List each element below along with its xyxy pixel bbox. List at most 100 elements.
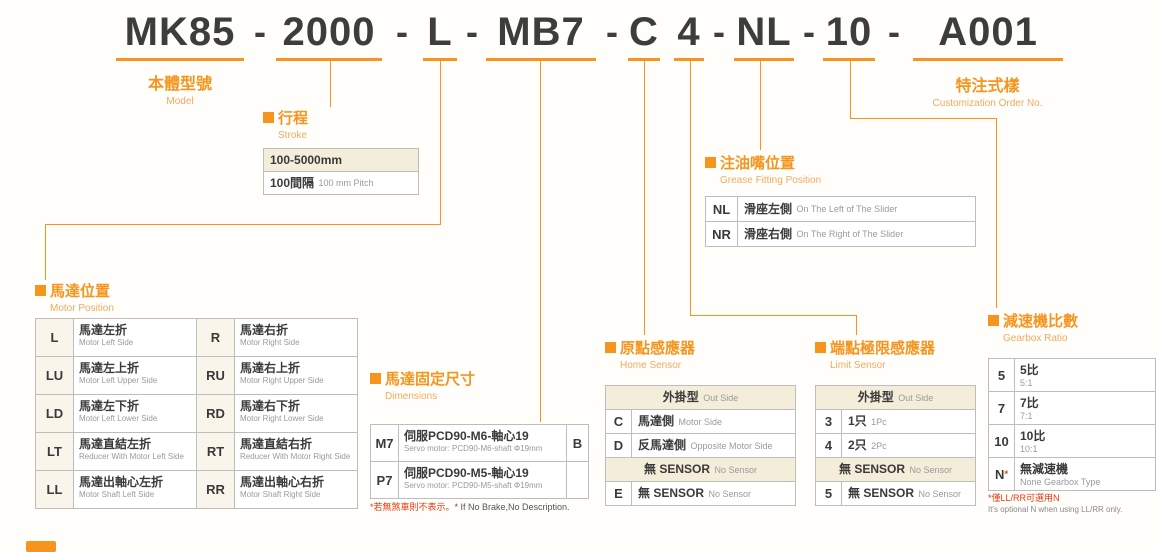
code-cell: D — [606, 434, 632, 458]
connector-line — [330, 61, 331, 107]
desc-cell: 2只 2Pc — [842, 434, 976, 458]
table-header-row: 外掛型 Out Side — [816, 386, 976, 410]
brake-code-cell: B — [567, 425, 589, 462]
code-segment-grease-position: NL — [734, 6, 794, 61]
connector-line — [690, 315, 856, 316]
home-sensor-table: 外掛型 Out Side C 馬達側 Motor Side D 反馬達側 Opp… — [605, 385, 796, 506]
section-subtitle: Grease Fitting Position — [720, 175, 822, 186]
section-gearbox-header: 減速機比數 Gearbox Ratio — [988, 310, 1078, 344]
section-motor-position-header: 馬達位置 Motor Position — [35, 280, 114, 314]
section-model-header: 本體型號 Model — [125, 70, 235, 107]
code-cell: 10 — [989, 425, 1015, 458]
section-custom-header: 特注式樣 Customization Order No. — [900, 72, 1075, 109]
section-home-sensor-header: 原點感應器 Home Sensor — [605, 337, 695, 371]
section-stroke-header: 行程 Stroke — [263, 107, 308, 141]
desc-cell: 馬達側 Motor Side — [632, 410, 796, 434]
code-cell: NR — [706, 222, 738, 247]
desc-cell: 1只 1Pc — [842, 410, 976, 434]
section-title: 馬達固定尺寸 — [385, 371, 476, 388]
section-dimensions-header: 馬達固定尺寸 Dimensions — [370, 368, 475, 402]
section-title: 原點感應器 — [620, 340, 696, 357]
section-bullet-icon — [263, 112, 274, 123]
code-segment-motor-position: L — [423, 6, 457, 61]
section-bullet-icon — [705, 157, 716, 168]
section-title: 本體型號 — [147, 76, 212, 93]
section-bullet-icon — [370, 373, 381, 384]
code-cell: 5 — [989, 359, 1015, 392]
section-title: 注油嘴位置 — [720, 155, 796, 172]
section-bullet-icon — [988, 315, 999, 326]
code-cell: 7 — [989, 392, 1015, 425]
connector-line — [440, 61, 441, 224]
section-title: 行程 — [278, 110, 309, 127]
grease-position-table: NL 滑座左側 On The Left of The Slider NR 滑座右… — [705, 196, 976, 247]
section-subtitle: Motor Position — [50, 303, 114, 314]
desc-cell: 滑座左側 On The Left of The Slider — [738, 197, 976, 222]
code-cell: RU — [197, 357, 235, 395]
code-cell: LL — [36, 471, 74, 509]
section-title: 減速機比數 — [1003, 313, 1079, 330]
connector-line — [850, 118, 997, 119]
code-segment-stroke: 2000 — [276, 6, 382, 61]
code-cell: NL — [706, 197, 738, 222]
code-segment-custom-order: A001 — [913, 6, 1063, 61]
table-header-row: 無 SENSOR No Sensor — [606, 458, 796, 482]
page-corner-tab — [26, 541, 56, 552]
code-segment-model: MK85 — [116, 6, 244, 61]
connector-line — [540, 61, 541, 422]
connector-line — [856, 315, 857, 335]
stroke-pitch-cell: 100間隔 100 mm Pitch — [264, 172, 419, 195]
section-subtitle: Model — [166, 96, 194, 107]
connector-line — [644, 61, 645, 335]
section-subtitle: Stroke — [278, 130, 307, 141]
table-header-row: 無 SENSOR No Sensor — [816, 458, 976, 482]
code-cell: RD — [197, 395, 235, 433]
code-cell: E — [606, 482, 632, 506]
section-bullet-icon — [815, 342, 826, 353]
section-subtitle: Gearbox Ratio — [1003, 333, 1068, 344]
code-separator: - — [606, 11, 618, 52]
code-cell: 3 — [816, 410, 842, 434]
section-subtitle: Customization Order No. — [932, 98, 1043, 109]
desc-cell: 無 SENSOR No Sensor — [842, 482, 976, 506]
section-subtitle: Dimensions — [385, 391, 438, 402]
desc-cell: 反馬達側 Opposite Motor Side — [632, 434, 796, 458]
stroke-range-cell: 100-5000mm — [264, 149, 419, 172]
table-header-row: 外掛型 Out Side — [606, 386, 796, 410]
section-bullet-icon — [35, 285, 46, 296]
connector-line — [690, 61, 691, 315]
code-separator: - — [466, 11, 478, 52]
section-title: 特注式樣 — [955, 78, 1020, 95]
code-separator: - — [803, 11, 815, 52]
section-grease-header: 注油嘴位置 Grease Fitting Position — [705, 152, 821, 186]
footnote-asterisk: * — [1004, 469, 1008, 479]
code-cell: C — [606, 410, 632, 434]
code-cell: LD — [36, 395, 74, 433]
connector-line — [45, 224, 441, 225]
code-cell: RT — [197, 433, 235, 471]
code-cell: 4 — [816, 434, 842, 458]
section-title: 馬達位置 — [50, 283, 111, 300]
code-cell: 5 — [816, 482, 842, 506]
section-subtitle: Home Sensor — [620, 360, 682, 371]
code-cell: M7 — [371, 425, 399, 462]
connector-line — [760, 61, 761, 150]
code-separator: - — [888, 11, 900, 52]
